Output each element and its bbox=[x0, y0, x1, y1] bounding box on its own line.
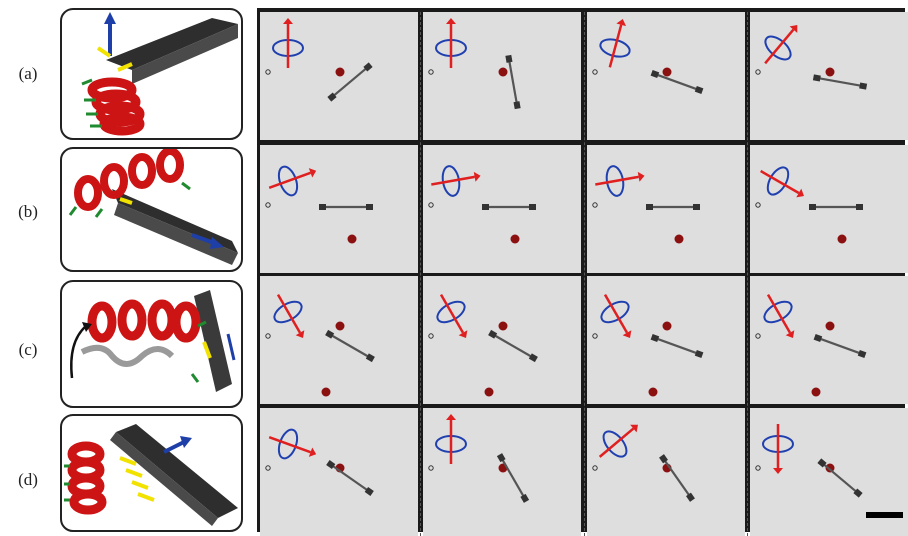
micrograph-frame bbox=[423, 408, 581, 536]
micrograph-frame bbox=[423, 12, 581, 140]
rotating-field-icon bbox=[436, 18, 466, 68]
micrograph-frame bbox=[587, 408, 745, 536]
column-divider bbox=[584, 12, 585, 536]
rotating-field-icon bbox=[763, 424, 793, 474]
micrograph-frame bbox=[260, 408, 418, 536]
micrograph-frame bbox=[750, 276, 908, 404]
rotating-field-icon bbox=[598, 295, 632, 338]
rotating-field-icon bbox=[431, 165, 480, 197]
column-divider bbox=[747, 12, 748, 536]
row-label-a: (a) bbox=[10, 64, 46, 84]
micrograph-grid bbox=[257, 8, 905, 532]
micrograph-frame bbox=[423, 276, 581, 404]
rotating-field-icon bbox=[434, 295, 468, 338]
row-label-b: (b) bbox=[10, 202, 46, 222]
micrograph-frame bbox=[750, 145, 908, 273]
micrograph-frame bbox=[587, 145, 745, 273]
rotating-field-icon bbox=[595, 165, 644, 197]
schematic-b bbox=[60, 147, 243, 272]
rotating-field-icon bbox=[269, 164, 316, 198]
micrograph-frame bbox=[750, 12, 908, 140]
column-divider bbox=[420, 12, 421, 536]
schematic-d bbox=[60, 414, 243, 532]
scale-bar bbox=[866, 512, 903, 518]
row-label-d: (d) bbox=[10, 470, 46, 490]
rotating-field-icon bbox=[436, 414, 466, 464]
rotating-field-icon bbox=[599, 425, 638, 461]
rotating-field-icon bbox=[271, 295, 305, 338]
micrograph-frame bbox=[423, 145, 581, 273]
rotating-field-icon bbox=[269, 427, 316, 461]
schematic-c bbox=[60, 280, 243, 408]
row-label-c: (c) bbox=[10, 340, 46, 360]
micrograph-frame bbox=[260, 276, 418, 404]
micrograph-frame bbox=[260, 12, 418, 140]
rotating-field-icon bbox=[761, 164, 804, 198]
rotating-field-icon bbox=[273, 18, 303, 68]
micrograph-frame bbox=[587, 12, 745, 140]
micrograph-frame bbox=[587, 276, 745, 404]
schematic-a bbox=[60, 8, 243, 140]
micrograph-frame bbox=[260, 145, 418, 273]
rotating-field-icon bbox=[598, 19, 631, 67]
rotating-field-icon bbox=[761, 295, 795, 338]
rotating-field-icon bbox=[761, 25, 797, 64]
